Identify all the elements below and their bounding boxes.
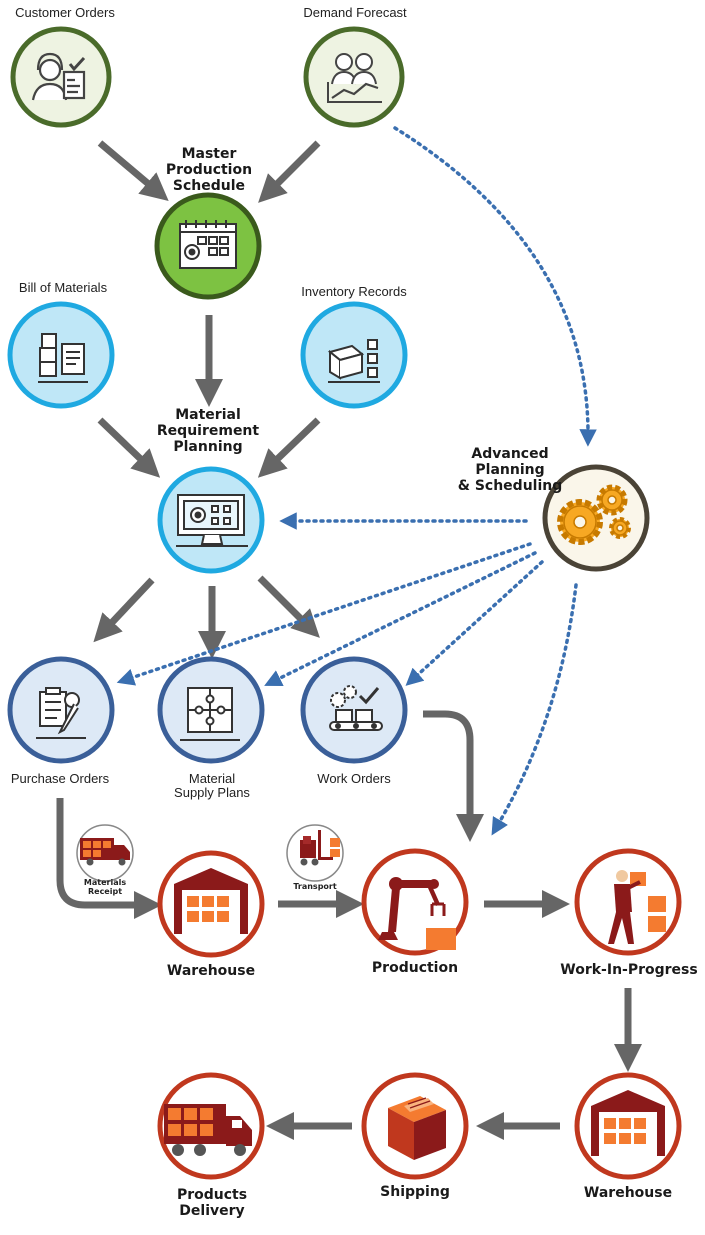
dotted-aps-to-msp <box>264 551 537 687</box>
label-mps-line-3: Schedule <box>172 178 246 195</box>
delivery-truck-icon <box>164 1104 252 1156</box>
badge-transport <box>286 824 344 882</box>
arrow-mrp-to-po <box>93 577 155 643</box>
boxes-document-icon <box>38 333 88 383</box>
calendar-gear-icon <box>179 220 237 269</box>
label-products-delivery-line-1: Products <box>176 1187 248 1203</box>
label-aps-line-1: Advanced <box>471 446 549 462</box>
label-products-delivery: Products Delivery <box>177 1187 247 1219</box>
label-mrp-line-2: Requirement <box>156 423 260 440</box>
parcel-box-icon <box>388 1096 446 1160</box>
node-production <box>361 848 469 956</box>
label-bill-of-materials: Bill of Materials <box>18 280 108 295</box>
label-aps: Advanced Planning & Scheduling <box>458 446 563 494</box>
node-work-orders <box>300 656 408 764</box>
dotted-aps-to-po <box>116 542 532 686</box>
label-msp-line-2: Supply Plans <box>174 785 250 801</box>
label-msp-line-1: Material <box>188 771 236 786</box>
monitor-gear-icon <box>176 494 248 547</box>
robot-arm-icon <box>378 877 456 950</box>
label-work-in-progress: Work-In-Progress <box>560 962 698 978</box>
node-warehouse-1 <box>157 850 265 958</box>
label-warehouse-1: Warehouse <box>166 963 256 979</box>
conveyor-gears-icon <box>329 685 383 731</box>
flow-arrows <box>56 140 642 1140</box>
label-production: Production <box>371 960 459 976</box>
node-warehouse-2 <box>574 1072 682 1180</box>
aps-dotted-arrows <box>116 126 597 836</box>
node-inventory-records <box>300 301 408 409</box>
label-materials-receipt: Materials Receipt <box>83 878 127 897</box>
label-inventory-records: Inventory Records <box>301 284 407 299</box>
node-material-supply-plans <box>157 656 265 764</box>
node-shipping <box>361 1072 469 1180</box>
label-materials-receipt-line-2: Receipt <box>87 886 123 896</box>
label-materials-receipt-line-1: Materials <box>83 878 127 887</box>
gears-icon <box>557 484 631 545</box>
label-aps-line-2: Planning <box>475 462 545 479</box>
dotted-aps-to-wo <box>405 560 544 686</box>
label-aps-line-3: & Scheduling <box>457 478 563 495</box>
forklift-badge-icon <box>300 830 340 866</box>
dotted-forecast-to-aps <box>393 126 597 447</box>
arrow-customer-to-mps <box>97 140 169 202</box>
clipboard-pen-icon <box>36 687 86 739</box>
node-material-requirement-planning <box>157 466 265 574</box>
label-shipping: Shipping <box>380 1184 450 1200</box>
node-purchase-orders <box>7 656 115 764</box>
warehouse-icon <box>591 1090 665 1156</box>
node-customer-orders <box>10 26 112 128</box>
open-box-checklist-icon <box>327 339 380 383</box>
arrow-po-to-warehouse <box>56 798 162 919</box>
node-products-delivery <box>157 1072 265 1180</box>
headset-agent-checklist-icon <box>31 52 86 101</box>
label-warehouse-2: Warehouse <box>583 1185 673 1201</box>
label-work-orders: Work Orders <box>317 771 391 786</box>
label-mps-line-2: Production <box>165 162 253 179</box>
puzzle-icon <box>180 687 240 741</box>
node-work-in-progress <box>574 848 682 956</box>
arrow-inventory-to-mrp <box>257 417 321 478</box>
warehouse-icon <box>174 868 248 934</box>
arrow-wo-to-production <box>423 710 484 842</box>
worker-carrying-box-icon <box>608 870 666 944</box>
truck-badge-icon <box>80 838 130 866</box>
badge-materials-receipt <box>76 824 134 882</box>
label-material-supply-plans: Material Supply Plans <box>174 771 250 801</box>
label-mps: Master Production Schedule <box>166 146 252 194</box>
people-chart-icon <box>327 53 382 103</box>
arrow-bom-to-mrp <box>97 417 161 478</box>
node-demand-forecast <box>303 26 405 128</box>
label-products-delivery-line-2: Delivery <box>179 1203 245 1220</box>
label-transport: Transport <box>293 882 337 891</box>
label-customer-orders: Customer Orders <box>15 5 115 20</box>
label-mrp-line-3: Planning <box>173 439 243 456</box>
label-mps-line-1: Master <box>181 146 237 162</box>
arrow-forecast-to-mps <box>258 140 321 203</box>
label-purchase-orders: Purchase Orders <box>10 771 110 786</box>
node-bill-of-materials <box>7 301 115 409</box>
label-mrp-line-1: Material <box>175 407 241 423</box>
node-advanced-planning-scheduling <box>542 464 650 572</box>
dotted-aps-to-production <box>491 583 578 836</box>
label-mrp: Material Requirement Planning <box>157 407 259 455</box>
label-demand-forecast: Demand Forecast <box>303 5 407 20</box>
node-master-production-schedule <box>154 192 262 300</box>
